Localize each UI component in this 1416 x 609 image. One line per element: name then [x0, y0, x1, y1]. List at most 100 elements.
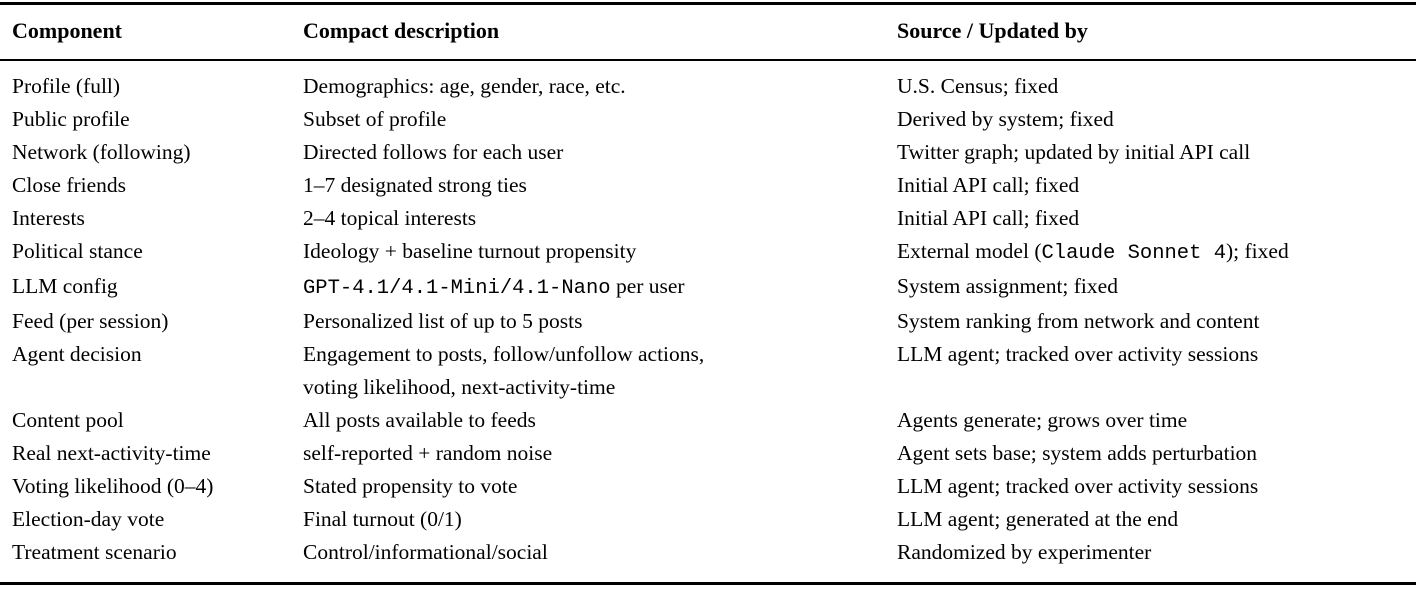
body-text: Initial API call; fixed — [897, 206, 1080, 230]
body-text: Personalized list of up to 5 posts — [303, 309, 583, 333]
table-header-row: Component Compact description Source / U… — [0, 3, 1416, 61]
cell-source: External model (Claude Sonnet 4); fixed — [897, 235, 1416, 270]
body-text: Agents generate; grows over time — [897, 408, 1188, 432]
cell-component: Voting likelihood (0–4) — [0, 470, 303, 503]
code-text: GPT-4.1/4.1-Mini/4.1-Nano — [303, 277, 611, 300]
body-text: ); fixed — [1226, 239, 1289, 263]
cell-description: Stated propensity to vote — [303, 470, 897, 503]
cell-description: Control/informational/social — [303, 536, 897, 584]
cell-description: self-reported + random noise — [303, 437, 897, 470]
components-table: Component Compact description Source / U… — [0, 2, 1416, 585]
body-text: Real next-activity-time — [12, 441, 211, 465]
body-text: Demographics: age, gender, race, etc. — [303, 74, 626, 98]
cell-component: Interests — [0, 202, 303, 235]
col-header-source: Source / Updated by — [897, 3, 1416, 61]
body-text: Agent sets base; system adds perturbatio… — [897, 441, 1258, 465]
cell-source: Initial API call; fixed — [897, 202, 1416, 235]
table-row: Voting likelihood (0–4) Stated propensity… — [0, 470, 1416, 503]
table-row: Real next-activity-time self-reported + r… — [0, 437, 1416, 470]
cell-source: LLM agent; tracked over activity session… — [897, 470, 1416, 503]
body-text: Directed follows for each user — [303, 140, 564, 164]
table-row: Political stance Ideology + baseline turn… — [0, 235, 1416, 270]
cell-source: System assignment; fixed — [897, 270, 1416, 305]
body-text: Content pool — [12, 408, 124, 432]
body-text: self-reported + random noise — [303, 441, 553, 465]
body-text: LLM agent; generated at the end — [897, 507, 1179, 531]
body-text: per user — [610, 274, 685, 298]
body-text: LLM agent; tracked over activity session… — [897, 474, 1259, 498]
table-body: Profile (full) Demographics: age, gender,… — [0, 60, 1416, 584]
cell-source: Initial API call; fixed — [897, 169, 1416, 202]
cell-description: Demographics: age, gender, race, etc. — [303, 60, 897, 103]
cell-component: Election-day vote — [0, 503, 303, 536]
col-header-component: Component — [0, 3, 303, 61]
body-text: Engagement to posts, follow/unfollow act… — [303, 342, 705, 399]
cell-component: Profile (full) — [0, 60, 303, 103]
table-row: Content pool All posts available to feeds… — [0, 404, 1416, 437]
cell-description: 2–4 topical interests — [303, 202, 897, 235]
body-text: 2–4 topical interests — [303, 206, 477, 230]
cell-component: Political stance — [0, 235, 303, 270]
body-text: Close friends — [12, 173, 127, 197]
cell-source: Randomized by experimenter — [897, 536, 1416, 584]
table-row: Profile (full) Demographics: age, gender,… — [0, 60, 1416, 103]
cell-component: Agent decision — [0, 338, 303, 404]
cell-source: Agent sets base; system adds perturbatio… — [897, 437, 1416, 470]
body-text: Subset of profile — [303, 107, 447, 131]
table-row: Public profile Subset of profile Derived b… — [0, 103, 1416, 136]
cell-component: Treatment scenario — [0, 536, 303, 584]
cell-component: Content pool — [0, 404, 303, 437]
cell-source: U.S. Census; fixed — [897, 60, 1416, 103]
cell-source: LLM agent; generated at the end — [897, 503, 1416, 536]
cell-description: Directed follows for each user — [303, 136, 897, 169]
cell-source: LLM agent; tracked over activity session… — [897, 338, 1416, 404]
cell-description: 1–7 designated strong ties — [303, 169, 897, 202]
cell-description: Ideology + baseline turnout propensity — [303, 235, 897, 270]
table-row: Agent decision Engagement to posts, follo… — [0, 338, 1416, 404]
cell-source: Twitter graph; updated by initial API ca… — [897, 136, 1416, 169]
body-text: Election-day vote — [12, 507, 165, 531]
table-row: LLM config GPT-4.1/4.1-Mini/4.1-Nano per … — [0, 270, 1416, 305]
cell-description: All posts available to feeds — [303, 404, 897, 437]
body-text: Stated propensity to vote — [303, 474, 518, 498]
cell-component: Real next-activity-time — [0, 437, 303, 470]
body-text: Feed (per session) — [12, 309, 169, 333]
cell-description: Final turnout (0/1) — [303, 503, 897, 536]
cell-source: Derived by system; fixed — [897, 103, 1416, 136]
body-text: System assignment; fixed — [897, 274, 1118, 298]
body-text: Public profile — [12, 107, 130, 131]
body-text: Voting likelihood (0–4) — [12, 474, 214, 498]
body-text: Randomized by experimenter — [897, 540, 1152, 564]
body-text: Agent decision — [12, 342, 142, 366]
body-text: All posts available to feeds — [303, 408, 536, 432]
body-text: System ranking from network and content — [897, 309, 1260, 333]
body-text: Profile (full) — [12, 74, 121, 98]
table-row: Treatment scenario Control/informational/… — [0, 536, 1416, 584]
body-text: Ideology + baseline turnout propensity — [303, 239, 637, 263]
table-row: Feed (per session) Personalized list of u… — [0, 305, 1416, 338]
body-text: Control/informational/social — [303, 540, 548, 564]
body-text: Interests — [12, 206, 85, 230]
cell-source: System ranking from network and content — [897, 305, 1416, 338]
cell-description: Personalized list of up to 5 posts — [303, 305, 897, 338]
body-text: Final turnout (0/1) — [303, 507, 462, 531]
table-row: Election-day vote Final turnout (0/1) LLM … — [0, 503, 1416, 536]
body-text: Treatment scenario — [12, 540, 177, 564]
body-text: Twitter graph; updated by initial API ca… — [897, 140, 1251, 164]
table-row: Network (following)Directed follows for … — [0, 136, 1416, 169]
cell-description: GPT-4.1/4.1-Mini/4.1-Nano per user — [303, 270, 897, 305]
col-header-description: Compact description — [303, 3, 897, 61]
cell-component: Feed (per session) — [0, 305, 303, 338]
table-header: Component Compact description Source / U… — [0, 3, 1416, 61]
cell-component: Public profile — [0, 103, 303, 136]
code-text: Claude Sonnet 4 — [1041, 242, 1227, 265]
body-text: LLM config — [12, 274, 118, 298]
cell-component: LLM config — [0, 270, 303, 305]
cell-description: Subset of profile — [303, 103, 897, 136]
cell-component: Network (following) — [0, 136, 303, 169]
body-text: Derived by system; fixed — [897, 107, 1114, 131]
body-text: Political stance — [12, 239, 143, 263]
cell-component: Close friends — [0, 169, 303, 202]
cell-description: Engagement to posts, follow/unfollow act… — [303, 338, 897, 404]
